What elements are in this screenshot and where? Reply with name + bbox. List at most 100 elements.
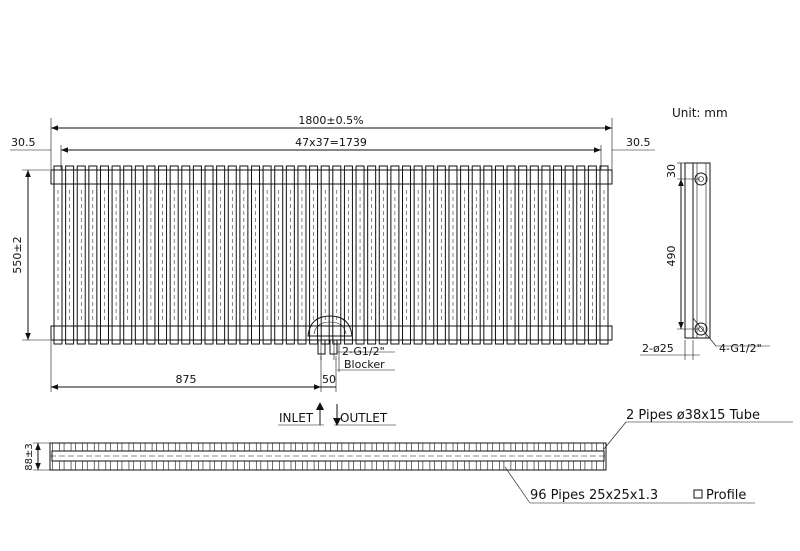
radiator-column <box>297 165 307 345</box>
radiator-column <box>413 165 423 345</box>
radiator-column <box>518 165 528 345</box>
profile-square-back <box>492 460 500 471</box>
tube-note-label: 2 Pipes ø38x15 Tube <box>626 408 760 423</box>
left-offset-label: 30.5 <box>11 136 36 149</box>
profile-square-back <box>549 460 558 471</box>
profile-square-front <box>156 442 164 452</box>
profile-square-back <box>86 460 95 471</box>
radiator-column <box>448 165 458 345</box>
radiator-column <box>134 165 144 345</box>
profile-square-back <box>110 460 118 471</box>
radiator-column <box>111 165 121 345</box>
radiator-column <box>76 165 86 345</box>
profile-square-front <box>110 442 118 452</box>
profile-square-front <box>468 442 477 452</box>
profile-square-back <box>248 460 257 471</box>
profile-square-front <box>387 442 396 452</box>
radiator-column <box>274 165 284 345</box>
profile-square-front <box>526 442 535 452</box>
bottom-view-outline <box>49 442 607 471</box>
radiator-column <box>123 165 133 345</box>
radiator-column <box>158 165 168 345</box>
profile-square-front <box>399 442 408 452</box>
inlet-outlet-gap-label: 50 <box>322 373 336 386</box>
height-label: 550±2 <box>11 236 24 273</box>
profile-square-front <box>445 442 454 452</box>
profile-square-back <box>272 460 280 471</box>
radiator-column <box>564 165 574 345</box>
profile-square-front <box>75 442 83 452</box>
profile-note-label: 96 Pipes 25x25x1.3 <box>530 488 658 503</box>
radiator-column <box>436 165 446 345</box>
pipe-diameter-label: 2-ø25 <box>642 342 674 355</box>
profile-square-front <box>283 442 292 452</box>
profile-square-back <box>445 460 454 471</box>
profile-square-back <box>457 460 465 471</box>
side-view <box>684 162 711 339</box>
radiator-column <box>483 165 493 345</box>
radiator-column <box>227 165 237 345</box>
profile-square-back <box>52 460 60 471</box>
square-profile-icon <box>693 489 703 499</box>
radiator-column <box>529 165 539 345</box>
profile-square-front <box>225 442 234 452</box>
profile-square-front <box>295 442 303 452</box>
profile-square-front <box>63 442 72 452</box>
profile-square-back <box>503 460 512 471</box>
radiator-column <box>471 165 481 345</box>
radiator-column <box>53 165 63 345</box>
profile-square-back <box>318 460 327 471</box>
radiator-column <box>146 165 156 345</box>
radiator-column <box>425 165 435 345</box>
profile-square-front <box>329 442 338 452</box>
radiator-column <box>99 165 109 345</box>
inlet-distance-label: 875 <box>176 373 197 386</box>
profile-square-front <box>457 442 465 452</box>
profile-square-front <box>133 442 141 452</box>
profile-square-front <box>52 442 60 452</box>
radiator-column <box>309 165 319 345</box>
radiator-column <box>553 165 563 345</box>
profile-square-back <box>584 460 593 471</box>
profile-square-back <box>434 460 442 471</box>
profile-square-back <box>295 460 303 471</box>
front-view <box>50 165 613 345</box>
profile-square-front <box>480 442 489 452</box>
radiator-column <box>239 165 249 345</box>
profile-square-front <box>191 442 199 452</box>
profile-square-front <box>214 442 222 452</box>
profile-square-front <box>411 442 419 452</box>
profile-square-front <box>503 442 512 452</box>
bottom-width-label: 88±3 <box>24 443 35 470</box>
profile-square-back <box>75 460 83 471</box>
radiator-column <box>460 165 470 345</box>
profile-square-front <box>167 442 176 452</box>
profile-square-front <box>86 442 95 452</box>
side-centers-label: 490 <box>665 246 678 267</box>
profile-square-front <box>376 442 384 452</box>
radiator-column <box>65 165 75 345</box>
radiator-column <box>343 165 353 345</box>
profile-square-front <box>98 442 107 452</box>
radiator-column <box>576 165 586 345</box>
profile-square-back <box>191 460 199 471</box>
profile-square-back <box>98 460 107 471</box>
profile-square-front <box>364 442 373 452</box>
profile-square-back <box>167 460 176 471</box>
profile-square-back <box>538 460 546 471</box>
profile-square-back <box>376 460 384 471</box>
inlet-label: INLET <box>279 411 314 425</box>
profile-square-front <box>549 442 558 452</box>
profile-square-back <box>353 460 361 471</box>
radiator-column <box>402 165 412 345</box>
profile-square-back <box>387 460 396 471</box>
pitch-span-label: 47x37=1739 <box>295 136 367 149</box>
profile-square-back <box>399 460 408 471</box>
radiator-column <box>506 165 516 345</box>
profile-square-front <box>202 442 211 452</box>
inlet-outlet-blocker <box>307 315 353 360</box>
profile-square-front <box>179 442 188 452</box>
profile-square-front <box>341 442 350 452</box>
profile-square-back <box>144 460 153 471</box>
